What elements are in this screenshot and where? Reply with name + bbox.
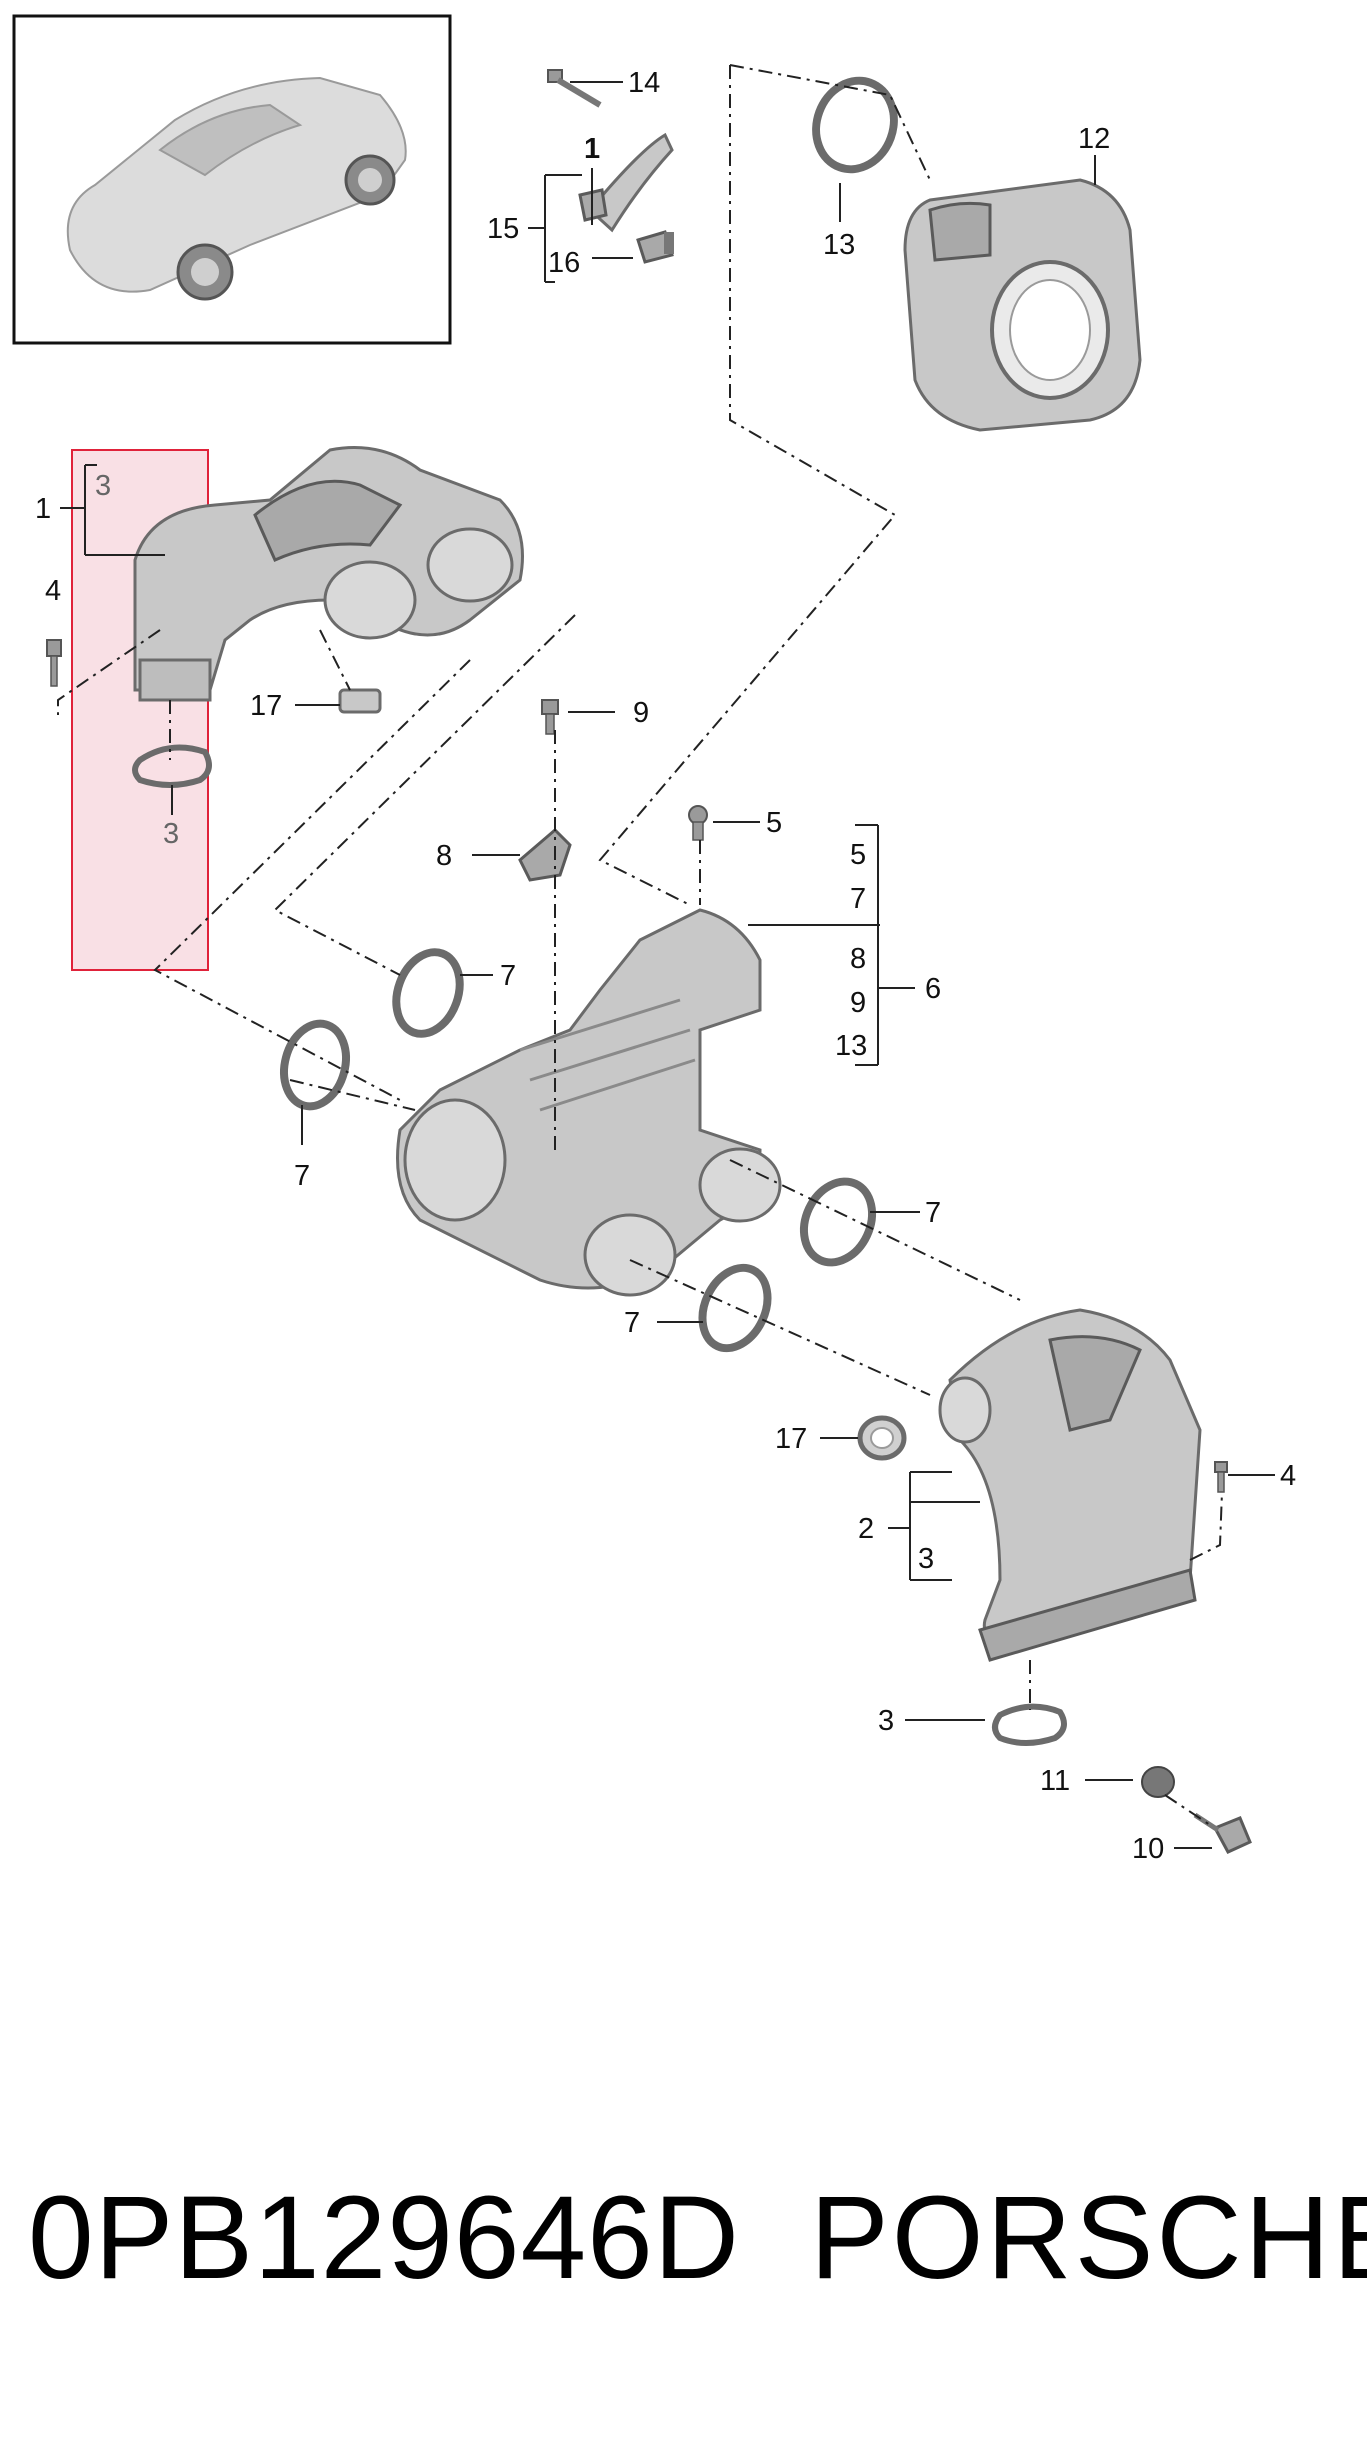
car-thumbnail [12,14,452,345]
intake-pipe-upper [133,446,524,702]
leader-lines [60,81,1275,1849]
callout-17-left: 17 [250,690,282,722]
callout-14: 14 [628,67,660,99]
bolt-right [1214,1461,1228,1493]
coupling-17 [857,1415,907,1461]
callout-10: 10 [1132,1833,1164,1865]
callout-15: 15 [487,213,519,245]
o-ring-7c [799,1177,877,1267]
o-ring-7d [698,1263,772,1353]
group6-item-5: 5 [850,839,866,871]
callout-4-right: 4 [1280,1460,1296,1492]
seal-ring-13 [812,76,898,174]
brand-name: PORSCHE [810,2172,1367,2304]
callout-3-right: 3 [918,1543,934,1575]
callout-11: 11 [1040,1765,1070,1797]
callout-1-left: 1 [35,493,51,525]
callout-8: 8 [436,840,452,872]
callout-7c: 7 [925,1197,941,1229]
callout-6: 6 [925,973,941,1005]
bolt-9 [541,699,559,735]
group6-item-9: 9 [850,987,866,1019]
callout-9: 9 [633,697,649,729]
callout-7d: 7 [624,1307,640,1339]
sensor-10 [1193,1812,1252,1854]
callout-17-right: 17 [775,1423,807,1455]
throttle-body-12 [903,178,1142,432]
nipple-5 [688,805,708,841]
group6-item-8: 8 [850,943,866,975]
callout-5: 5 [766,807,782,839]
bolt-14 [547,69,602,108]
part-number: 0PB129646D [28,2172,741,2304]
o-ring-7a [392,948,464,1038]
caption-bar: 0PB129646D PORSCHE [0,2170,1367,2330]
callout-16: 16 [548,247,580,279]
group6-item-7: 7 [850,883,866,915]
callout-7a: 7 [500,960,516,992]
callout-4-left: 4 [45,575,61,607]
assembly-lines [57,64,1223,1826]
sensor-16 [636,230,674,264]
callout-labels: 14 1 15 16 13 12 1 3 4 17 3 9 8 5 5 7 8 … [35,67,1296,1865]
callout-1-bracket: 1 [584,133,600,165]
intake-runner-2 [938,1308,1202,1662]
intake-plenum-6 [396,908,782,1297]
gasket-bottom [992,1703,1067,1746]
o-ring-7b [280,1019,350,1111]
sensor-8 [518,827,572,882]
callout-3-mid: 3 [163,818,179,850]
callout-2: 2 [858,1513,874,1545]
callout-3-top: 3 [95,470,111,502]
group6-item-13: 13 [835,1030,867,1062]
callout-13-top: 13 [823,229,855,261]
bolt-left [46,639,62,687]
callout-12: 12 [1078,123,1110,155]
callout-7b: 7 [294,1160,310,1192]
callout-3-bottom: 3 [878,1705,894,1737]
grommet-11 [1141,1766,1175,1798]
clamp-left [338,688,382,714]
gasket-left [132,744,212,788]
